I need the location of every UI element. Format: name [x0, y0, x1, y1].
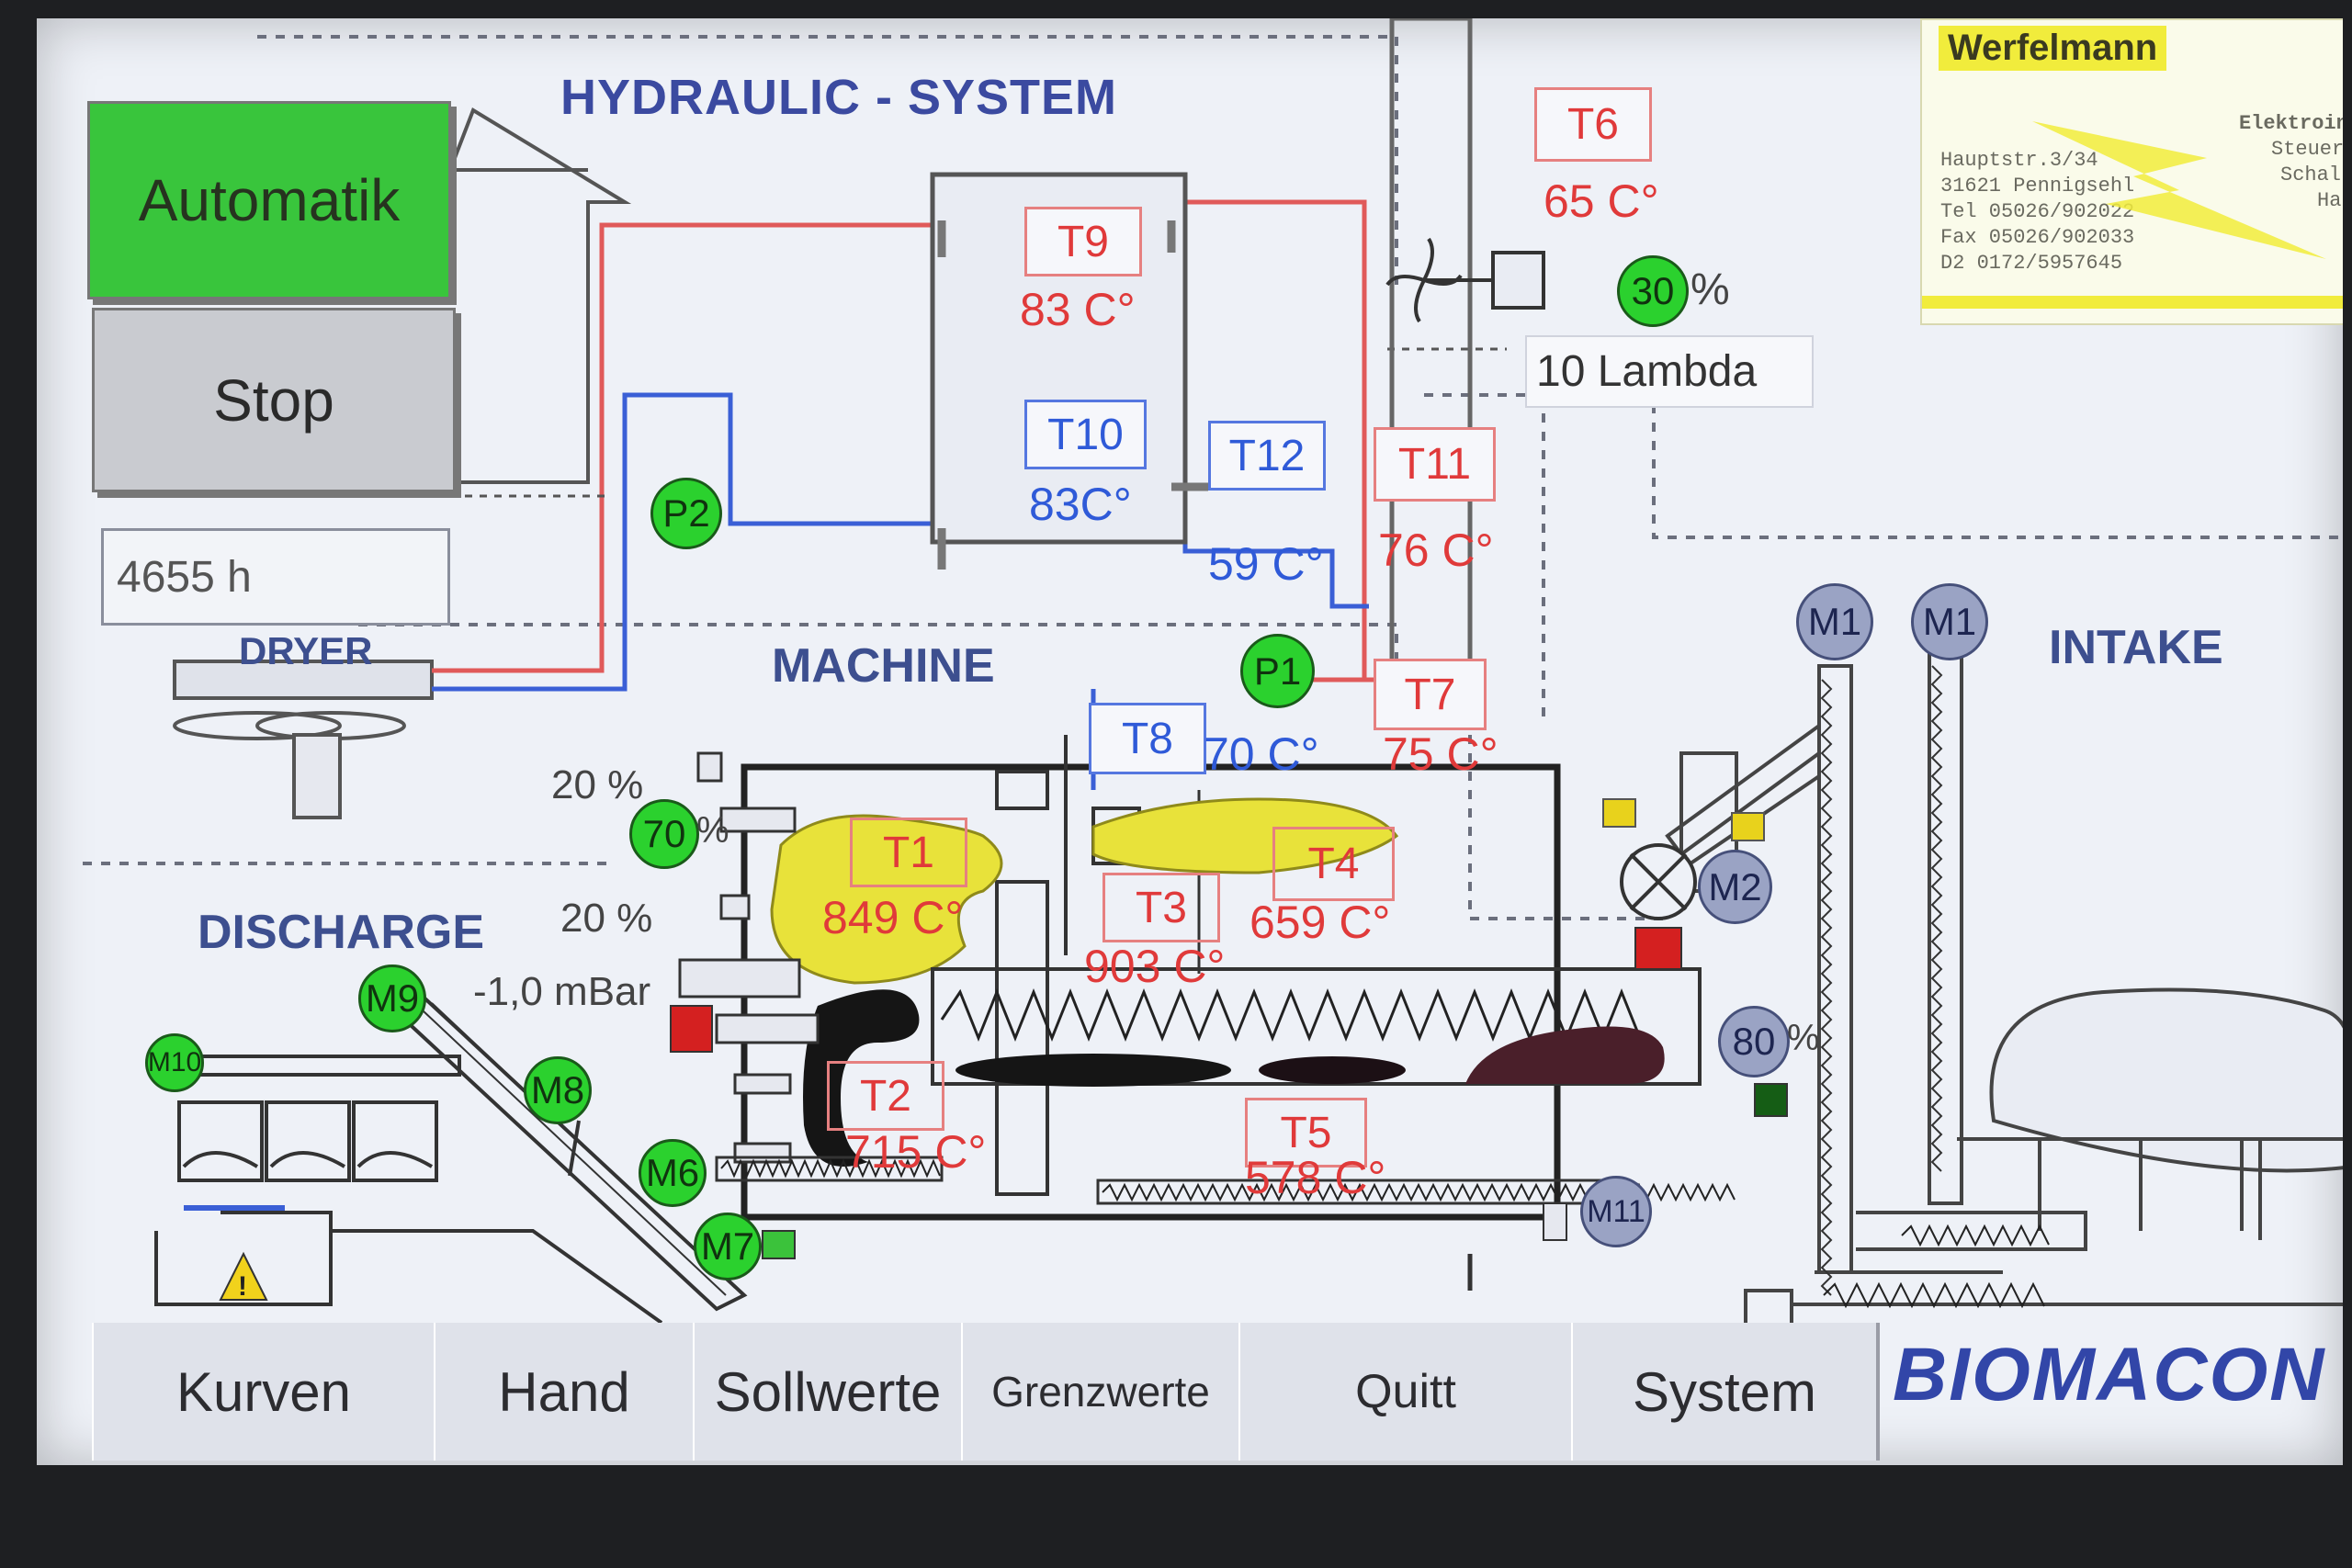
- sensor-t7-value: 75 C°: [1383, 728, 1498, 780]
- sensor-t6-value: 65 C°: [1544, 175, 1659, 227]
- tab-grenzwerte[interactable]: Grenzwerte: [961, 1323, 1242, 1461]
- sensor-t11-label[interactable]: T11: [1374, 427, 1496, 502]
- tab-kurven[interactable]: Kurven: [92, 1323, 437, 1461]
- stop-button[interactable]: Stop: [92, 308, 456, 492]
- sensor-t2-label[interactable]: T2: [827, 1061, 944, 1131]
- motor-m1-right[interactable]: M1: [1911, 583, 1988, 660]
- company-city: 31621 Pennigsehl: [1940, 175, 2135, 197]
- motor-m11[interactable]: M11: [1580, 1176, 1652, 1247]
- company-service-4: Ha: [2317, 189, 2342, 212]
- tab-quitt[interactable]: Quitt: [1238, 1323, 1575, 1461]
- fan-speed-unit: %: [1690, 265, 1730, 314]
- intake-speed-gauge[interactable]: 80: [1718, 1006, 1790, 1077]
- tab-hand[interactable]: Hand: [434, 1323, 696, 1461]
- company-address: Hauptstr.3/34: [1940, 149, 2098, 172]
- motor-m2[interactable]: M2: [1698, 850, 1772, 924]
- pump-p2[interactable]: P2: [650, 478, 722, 549]
- air-damper-unit: %: [696, 810, 729, 851]
- dryer-percent: 20 %: [551, 762, 644, 807]
- automatik-button[interactable]: Automatik: [87, 101, 451, 299]
- operating-hours: 4655 h: [101, 528, 450, 626]
- discharge-percent: 20 %: [560, 896, 653, 941]
- intake-speed-unit: %: [1787, 1018, 1820, 1058]
- logo-underline: [1922, 296, 2343, 309]
- hmi-screen: ! HYDRAULIC - SYSTEM Autom: [37, 18, 2343, 1465]
- page-title: HYDRAULIC - SYSTEM: [560, 70, 1118, 125]
- motor-m1-left[interactable]: M1: [1796, 583, 1873, 660]
- sensor-t11-value: 76 C°: [1378, 525, 1494, 576]
- lightning-icon: [2032, 121, 2326, 259]
- brand-logo: BIOMACON: [1893, 1333, 2326, 1416]
- sensor-t10-value: 83C°: [1029, 479, 1132, 530]
- sensor-t5-value: 578 C°: [1245, 1152, 1386, 1203]
- company-logo: Werfelmann Hauptstr.3/34 31621 Pennigseh…: [1920, 18, 2343, 325]
- sensor-t10-label[interactable]: T10: [1024, 400, 1147, 469]
- air-damper-gauge[interactable]: 70: [629, 799, 699, 869]
- company-fax: Fax 05026/902033: [1940, 226, 2135, 249]
- sensor-t9-value: 83 C°: [1020, 284, 1136, 335]
- motor-m8[interactable]: M8: [524, 1056, 592, 1124]
- pump-p1[interactable]: P1: [1240, 634, 1315, 708]
- sensor-t6-label[interactable]: T6: [1534, 87, 1652, 162]
- motor-m6[interactable]: M6: [639, 1139, 707, 1207]
- sensor-t8-label[interactable]: T8: [1089, 703, 1206, 774]
- sensor-t4-value: 659 C°: [1250, 897, 1391, 948]
- section-discharge: DISCHARGE: [198, 906, 485, 959]
- section-machine: MACHINE: [772, 639, 995, 693]
- section-intake: INTAKE: [2049, 621, 2223, 674]
- section-dryer: DRYER: [239, 629, 373, 672]
- company-phone: Tel 05026/902022: [1940, 200, 2135, 223]
- company-service-1: Elektroinst.: [2239, 112, 2343, 135]
- motor-m10[interactable]: M10: [145, 1033, 204, 1092]
- pressure-readout: -1,0 mBar: [473, 969, 651, 1014]
- sensor-t7-label[interactable]: T7: [1374, 659, 1487, 730]
- svg-text:!: !: [238, 1271, 247, 1302]
- company-mobile: D2 0172/5957645: [1940, 252, 2123, 275]
- motor-m9[interactable]: M9: [358, 964, 426, 1032]
- company-name: Werfelmann: [1939, 26, 2167, 71]
- process-diagram: !: [83, 18, 2343, 1329]
- sensor-t12-value: 59 C°: [1208, 538, 1324, 590]
- sensor-t2-value: 715 C°: [845, 1126, 987, 1178]
- sensor-t3-value: 903 C°: [1084, 941, 1226, 992]
- tab-sollwerte[interactable]: Sollwerte: [693, 1323, 965, 1461]
- sensor-t9-label[interactable]: T9: [1024, 207, 1142, 276]
- company-service-2: Steuerung: [2271, 138, 2343, 161]
- sensor-t1-value: 849 C°: [822, 892, 964, 943]
- sensor-t1-label[interactable]: T1: [850, 818, 967, 887]
- tab-system[interactable]: System: [1571, 1323, 1880, 1461]
- company-service-3: Schalter: [2280, 164, 2343, 186]
- sensor-t4-label[interactable]: T4: [1272, 827, 1395, 901]
- motor-m7[interactable]: M7: [694, 1213, 762, 1280]
- sensor-t12-label[interactable]: T12: [1208, 421, 1326, 491]
- sensor-t3-label[interactable]: T3: [1102, 873, 1220, 942]
- fan-speed-gauge[interactable]: 30: [1617, 255, 1689, 327]
- sensor-t8-value: 70 C°: [1204, 728, 1319, 780]
- sensor-t5-label[interactable]: T5: [1245, 1098, 1367, 1168]
- lambda-readout: 10 Lambda: [1525, 335, 1814, 408]
